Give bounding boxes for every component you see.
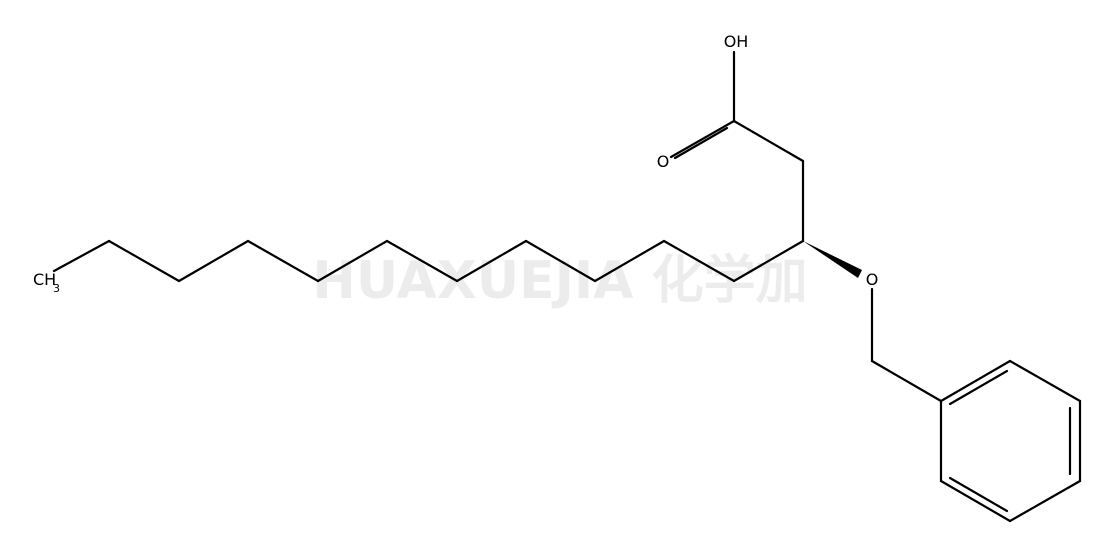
bond-chain-6 bbox=[385, 239, 459, 283]
ring-bond-5 bbox=[939, 479, 1012, 523]
bond-chain-7 bbox=[455, 239, 528, 283]
bond-chain-4 bbox=[246, 239, 320, 283]
bond-carbonyl-outer bbox=[669, 119, 736, 159]
bond-carbonyl-inner bbox=[673, 126, 729, 160]
hydroxyl-label: OH bbox=[724, 32, 749, 51]
bonds bbox=[52, 50, 1082, 523]
bond-ch2-carboxyl bbox=[732, 119, 805, 163]
bond-ch2-ring bbox=[870, 359, 943, 403]
methyl-label: CH bbox=[33, 270, 56, 289]
ether-oxygen-label: O bbox=[866, 270, 879, 289]
ring-bond-1 bbox=[939, 359, 1012, 403]
wedge-bond bbox=[803, 241, 862, 278]
carbonyl-oxygen-label: O bbox=[657, 152, 670, 171]
ring-bond-4 bbox=[1008, 479, 1082, 523]
bond-chain-9 bbox=[593, 239, 666, 283]
bond-chain-2 bbox=[107, 239, 181, 283]
bond-chain-8 bbox=[524, 239, 597, 283]
ring-double-3 bbox=[948, 476, 1009, 513]
ring-double-1 bbox=[948, 369, 1009, 406]
bond-chain-1 bbox=[52, 239, 111, 273]
bond-chain-5 bbox=[316, 239, 389, 283]
bond-chain-11 bbox=[732, 239, 805, 283]
atom-labels: OH O O CH 3 bbox=[33, 32, 878, 295]
methyl-subscript: 3 bbox=[53, 282, 60, 295]
ring-bond-2 bbox=[1008, 359, 1082, 403]
bond-chain-10 bbox=[662, 239, 736, 283]
bond-chain-3 bbox=[177, 239, 250, 283]
